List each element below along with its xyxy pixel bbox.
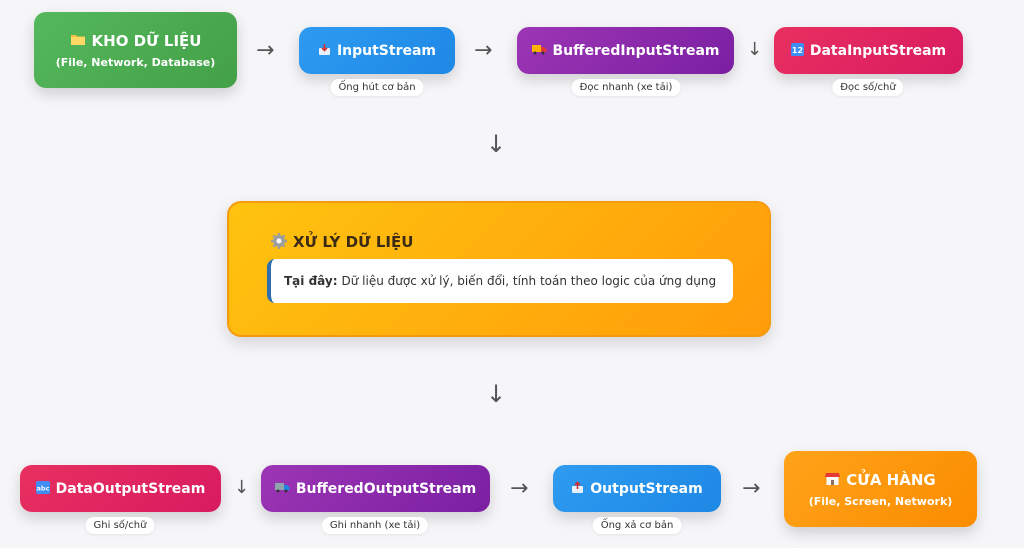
buffered-output-node: BufferedOutputStream	[261, 465, 490, 512]
data-output-caption: Ghi số/chữ	[85, 517, 155, 534]
data-input-caption: Đọc số/chữ	[832, 79, 904, 96]
output-stream-node: OutputStream	[553, 465, 721, 512]
data-input-node: 12 DataInputStream	[774, 27, 963, 74]
arrow-down-small-2: ↓	[234, 477, 250, 498]
destination-subtitle: (File, Screen, Network)	[808, 494, 953, 508]
source-node: KHO DỮ LIỆU (File, Network, Database)	[34, 12, 237, 88]
inbox-icon	[318, 43, 331, 58]
process-detail-text: Dữ liệu được xử lý, biến đổi, tính toán …	[341, 274, 717, 288]
arrow-right-4: →	[742, 476, 761, 501]
input-stream-label: InputStream	[336, 42, 437, 59]
input-stream-node: InputStream	[299, 27, 455, 74]
data-input-label: DataInputStream	[809, 42, 947, 59]
outbox-icon	[571, 481, 584, 496]
arrow-right-2: →	[474, 38, 493, 63]
svg-text:abc: abc	[36, 485, 49, 493]
arrow-right-1: →	[256, 38, 275, 63]
buffered-output-caption: Ghi nhanh (xe tải)	[321, 517, 429, 534]
arrow-down-1: ↓	[486, 130, 507, 158]
svg-text:12: 12	[792, 46, 803, 55]
buffered-input-label: BufferedInputStream	[552, 42, 720, 59]
truck-icon	[274, 482, 290, 495]
output-stream-caption: Ống xả cơ bản	[592, 517, 682, 534]
numbers-icon: 12	[790, 43, 804, 58]
data-output-node: abc DataOutputStream	[20, 465, 221, 512]
process-detail: Tại đây: Dữ liệu được xử lý, biến đổi, t…	[267, 259, 733, 303]
abc-icon: abc	[35, 481, 50, 496]
process-node: XỬ LÝ DỮ LIỆU Tại đây: Dữ liệu được xử l…	[227, 201, 771, 337]
input-stream-caption: Ống hút cơ bản	[330, 79, 424, 96]
arrow-down-2: ↓	[486, 380, 507, 408]
store-icon	[825, 472, 841, 488]
gear-icon	[271, 233, 287, 251]
arrow-right-3: →	[510, 476, 529, 501]
destination-node: CỬA HÀNG (File, Screen, Network)	[784, 451, 977, 527]
buffered-output-label: BufferedOutputStream	[295, 480, 477, 497]
process-title: XỬ LÝ DỮ LIỆU	[293, 233, 414, 251]
arrow-down-small-1: ↓	[747, 39, 763, 60]
buffered-input-caption: Đọc nhanh (xe tải)	[571, 79, 681, 96]
process-detail-label: Tại đây:	[284, 274, 338, 288]
folder-icon	[70, 33, 86, 48]
source-subtitle: (File, Network, Database)	[55, 55, 216, 69]
buffered-input-node: BufferedInputStream	[517, 27, 734, 74]
output-stream-label: OutputStream	[590, 480, 703, 497]
source-title: KHO DỮ LIỆU	[91, 31, 202, 50]
data-output-label: DataOutputStream	[55, 480, 206, 497]
destination-title: CỬA HÀNG	[846, 470, 936, 489]
truck-icon	[531, 44, 547, 57]
